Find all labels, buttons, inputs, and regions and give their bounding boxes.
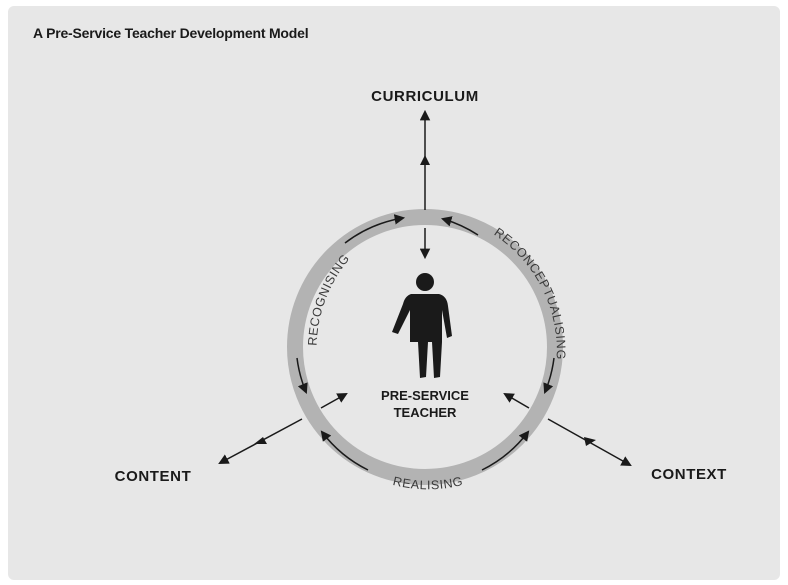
ring-label-realising: REALISING <box>392 474 465 492</box>
ring-arrow-top-right <box>440 216 479 236</box>
ring-arrow-left <box>296 357 308 394</box>
context-arrow-in <box>503 392 530 409</box>
context-midpoint-arrowhead <box>584 437 596 446</box>
node-context: CONTEXT <box>651 466 727 483</box>
ring-arrow-bottom-right <box>481 430 530 471</box>
cycle-ring <box>287 209 563 485</box>
diagram-panel <box>8 6 780 580</box>
center-label-line1: PRE-SERVICE <box>381 388 469 403</box>
curriculum-midpoint-arrowhead <box>420 155 430 165</box>
content-arrow-in <box>320 392 348 409</box>
ring-arrow-top-left <box>344 214 406 244</box>
diagram-title: A Pre-Service Teacher Development Model <box>33 25 309 41</box>
node-curriculum: CURRICULUM <box>371 88 479 105</box>
content-midpoint-arrowhead <box>254 437 267 444</box>
center-label-line2: TEACHER <box>394 405 457 420</box>
ring-arrow-bottom-left <box>320 430 369 471</box>
node-content: CONTENT <box>115 468 192 485</box>
ring-arrow-right <box>543 357 555 394</box>
teacher-figure-icon <box>392 273 452 378</box>
